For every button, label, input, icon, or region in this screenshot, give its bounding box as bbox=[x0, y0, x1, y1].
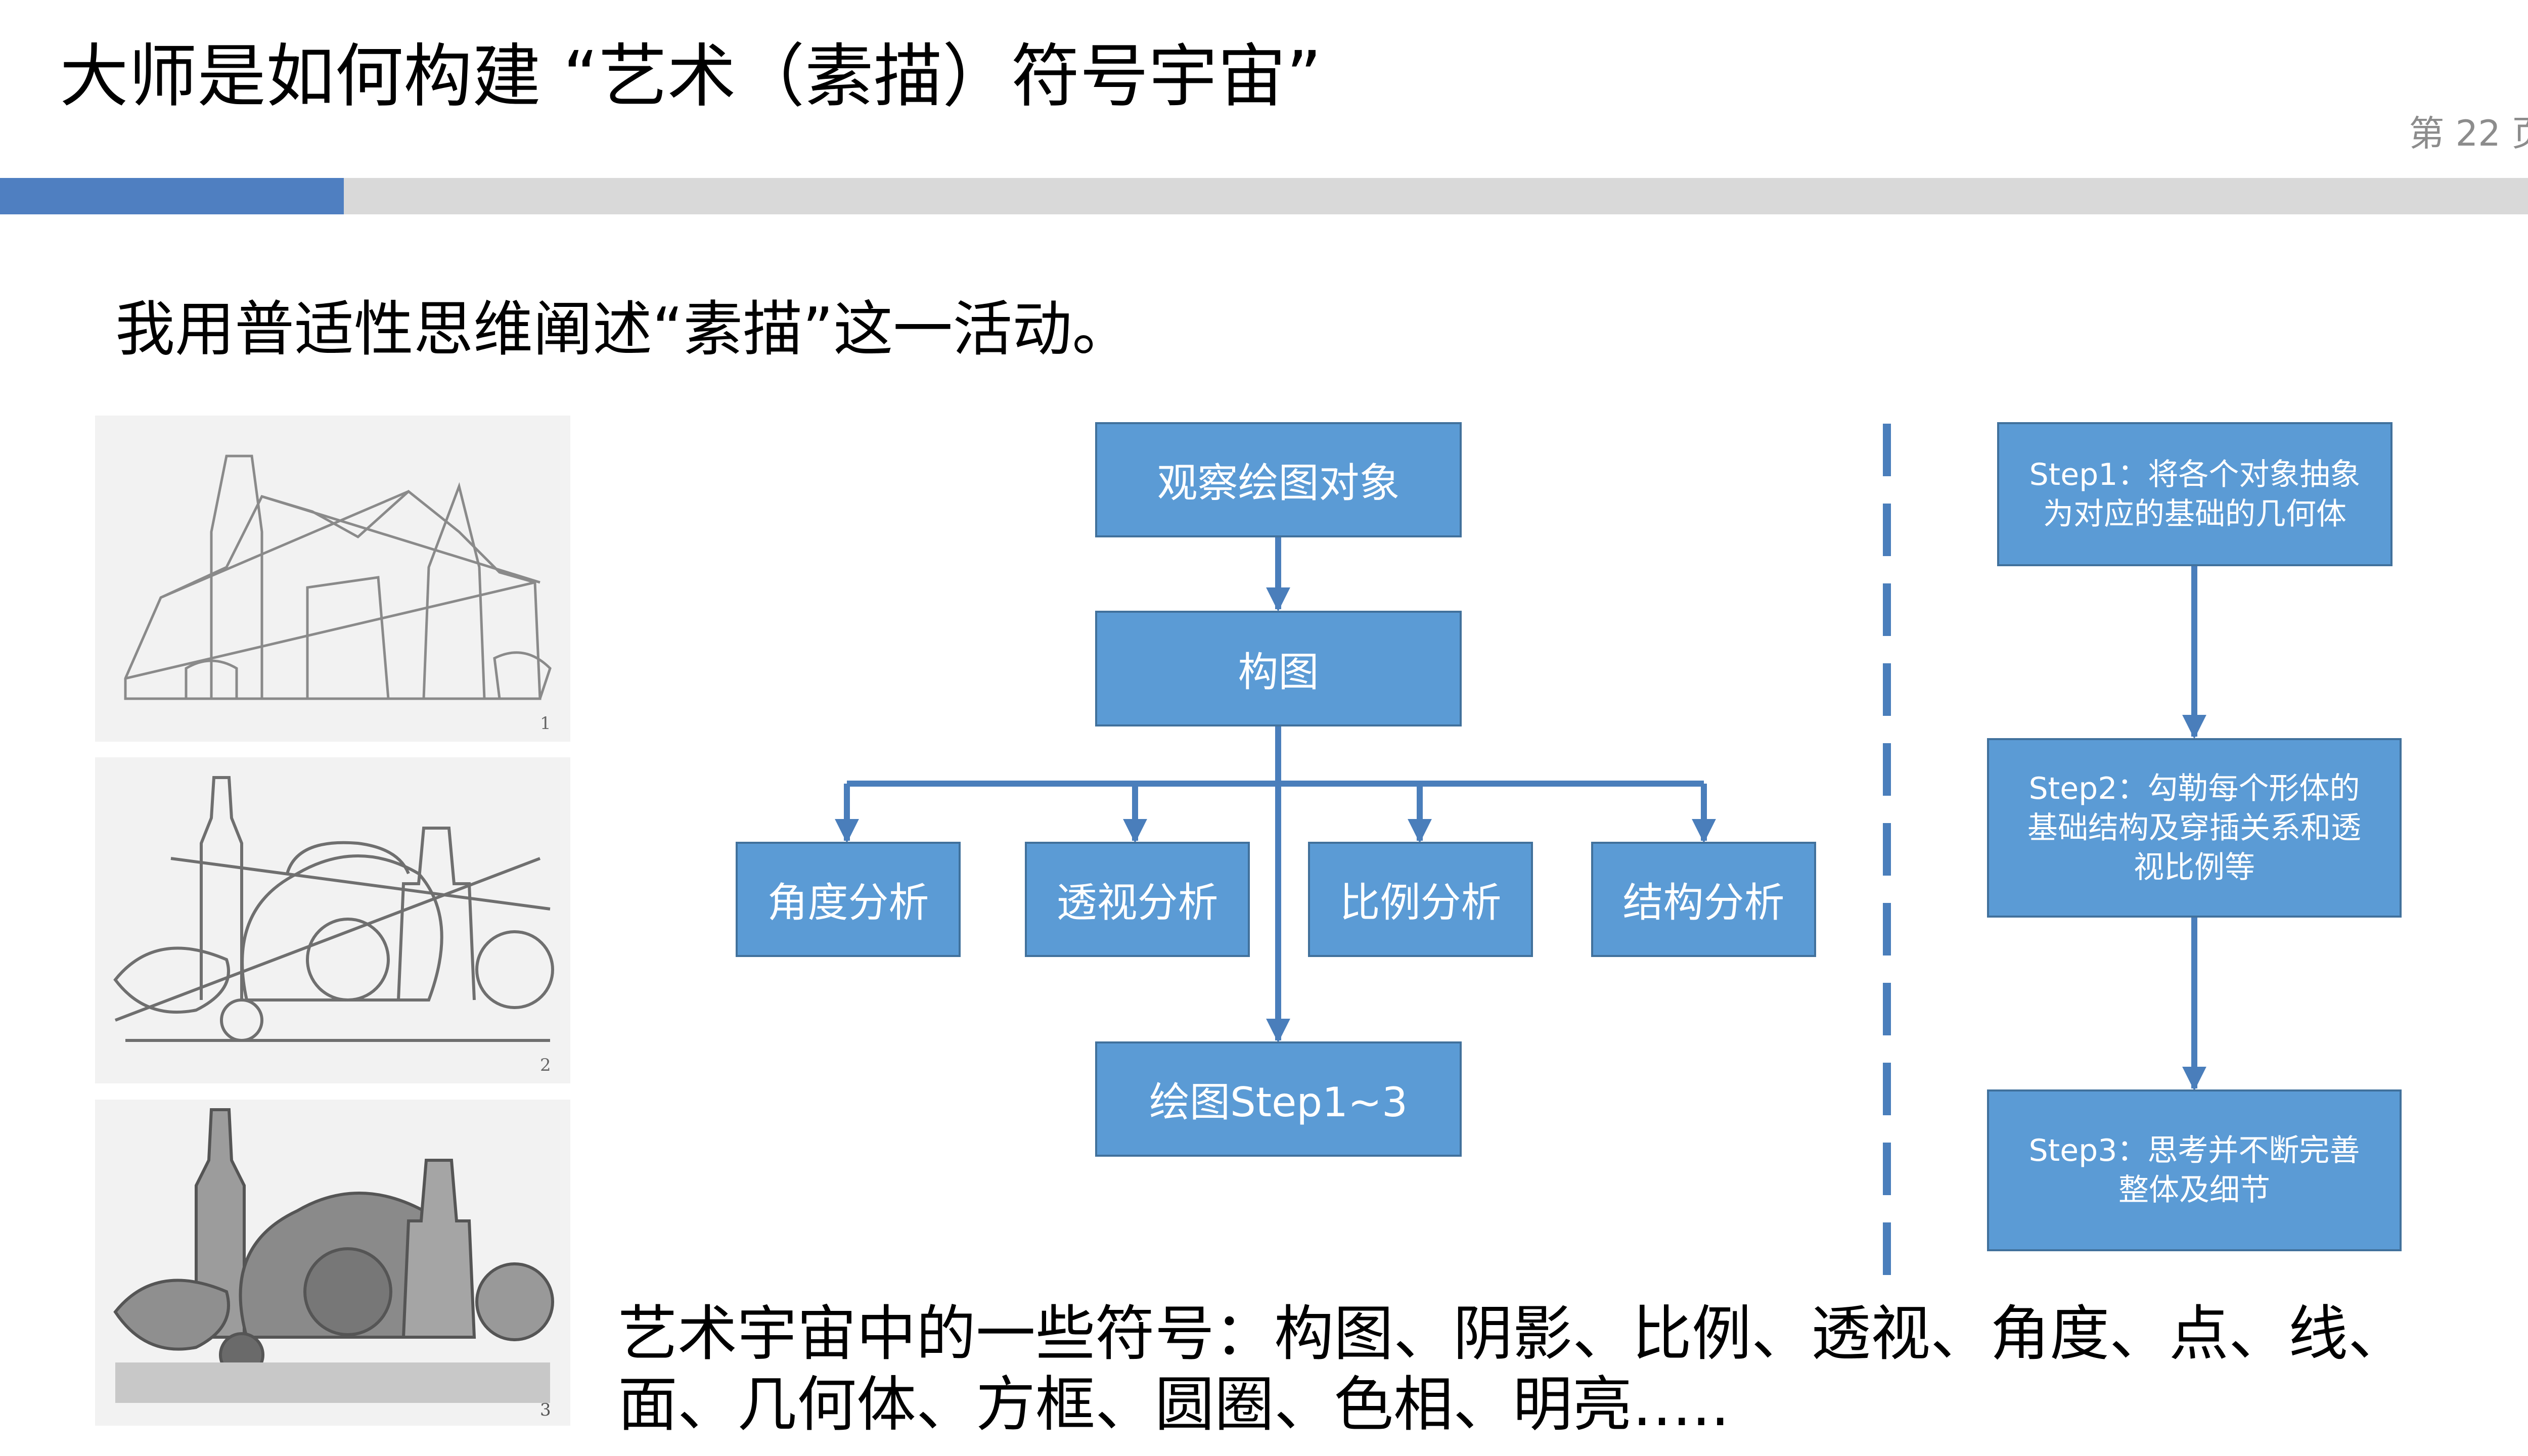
still-life-sketch-shaded-icon: 3 bbox=[113, 1108, 554, 1420]
page-number: 第 22 页 bbox=[2409, 113, 2528, 154]
sketch-image-3: 3 bbox=[95, 1100, 570, 1426]
box-structure-analysis: 结构分析 bbox=[1591, 842, 1816, 957]
symbols-line-1: 艺术宇宙中的一些符号：构图、阴影、比例、透视、角度、点、线、 bbox=[618, 1299, 2408, 1369]
symbols-text: 艺术宇宙中的一些符号：构图、阴影、比例、透视、角度、点、线、 面、几何体、方框、… bbox=[618, 1298, 2408, 1440]
box-step2: Step2：勾勒每个形体的 基础结构及穿插关系和透 视比例等 bbox=[1987, 738, 2402, 918]
still-life-sketch-outline-icon: 1 bbox=[124, 454, 552, 734]
still-life-sketch-structure-icon: 2 bbox=[113, 776, 554, 1075]
sketch-number: 2 bbox=[540, 1055, 551, 1075]
intro-text: 我用普适性思维阐述“素描”这一活动。 bbox=[115, 294, 1132, 364]
sketch-number: 3 bbox=[540, 1400, 551, 1420]
header-accent-bar bbox=[0, 178, 344, 214]
sketch-image-2: 2 bbox=[95, 757, 570, 1083]
box-perspective-analysis: 透视分析 bbox=[1025, 842, 1250, 957]
box-composition: 构图 bbox=[1095, 611, 1462, 726]
header-divider-bar bbox=[0, 178, 2528, 214]
box-step1: Step1：将各个对象抽象 为对应的基础的几何体 bbox=[1997, 422, 2392, 566]
box-proportion-analysis: 比例分析 bbox=[1308, 842, 1533, 957]
box-draw-steps: 绘图Step1~3 bbox=[1095, 1041, 1462, 1157]
sketch-image-1: 1 bbox=[95, 416, 570, 742]
symbols-line-2: 面、几何体、方框、圆圈、色相、明亮….. bbox=[618, 1370, 1730, 1440]
box-angle-analysis: 角度分析 bbox=[736, 842, 961, 957]
box-step3: Step3：思考并不断完善 整体及细节 bbox=[1987, 1089, 2402, 1251]
page-title: 大师是如何构建 “艺术（素描）符号宇宙” bbox=[60, 37, 1322, 117]
box-observe: 观察绘图对象 bbox=[1095, 422, 1462, 537]
sketch-number: 1 bbox=[540, 713, 551, 734]
